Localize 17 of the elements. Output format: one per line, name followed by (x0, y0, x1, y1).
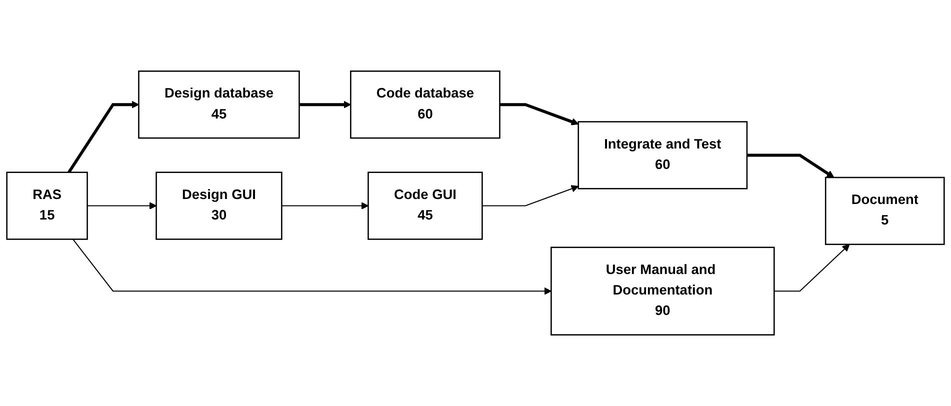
node-box: RAS 15 (6, 172, 88, 240)
node-box: Integrate and Test 60 (578, 121, 748, 190)
node-box: Design database 45 (138, 70, 300, 139)
arrow (500, 103, 579, 126)
node-box: Document 5 (824, 176, 945, 246)
arrow (482, 185, 579, 206)
arrow (746, 154, 834, 178)
arrow (68, 100, 140, 174)
arrow (72, 238, 552, 295)
arrow (282, 202, 369, 210)
node-box: Design GUI 30 (156, 172, 282, 240)
arrow (87, 202, 157, 210)
arrow (299, 100, 352, 108)
node-box: Code GUI 45 (368, 172, 483, 240)
node-box: Code database 60 (350, 70, 500, 139)
node-box: User Manual and Documentation 90 (550, 246, 775, 336)
arrow (774, 244, 850, 292)
